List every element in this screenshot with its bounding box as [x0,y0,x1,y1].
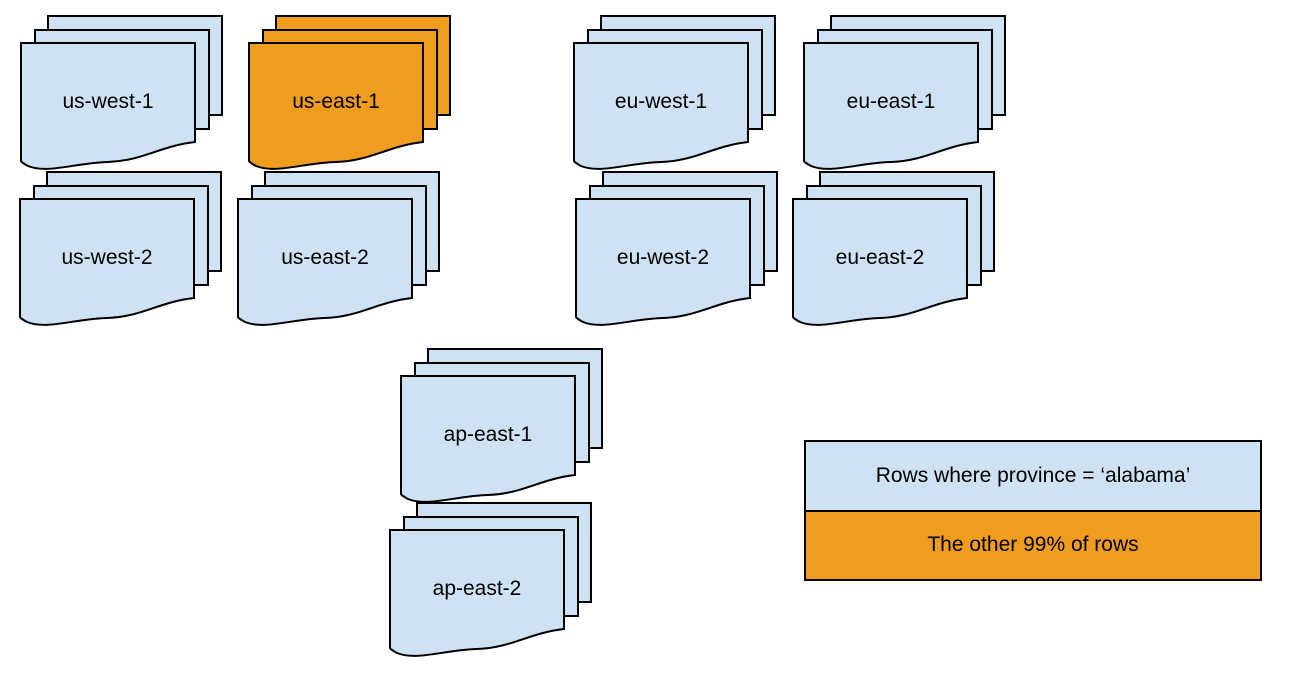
region-stack-ap-east-1: ap-east-1 [400,348,603,503]
document-shape-icon [792,198,968,326]
region-stack-ap-east-2: ap-east-2 [389,502,592,657]
region-stack-us-east-1: us-east-1 [248,15,451,170]
document-shape-icon [20,42,196,170]
region-stack-us-east-2: us-east-2 [237,171,440,326]
document-shape-icon [248,42,424,170]
document-shape-icon [389,529,565,657]
legend-item-other-rows: The other 99% of rows [806,509,1260,579]
region-stack-eu-east-1: eu-east-1 [803,15,1006,170]
legend-item-default-rows: Rows where province = ‘alabama’ [806,442,1260,510]
region-stack-eu-west-1: eu-west-1 [573,15,776,170]
document-shape-icon [400,375,576,503]
document-shape-icon [803,42,979,170]
region-stack-eu-east-2: eu-east-2 [792,171,995,326]
legend-label: Rows where province = ‘alabama’ [875,463,1191,487]
region-stack-us-west-2: us-west-2 [19,171,222,326]
region-stack-eu-west-2: eu-west-2 [575,171,778,326]
region-stack-us-west-1: us-west-1 [20,15,223,170]
document-shape-icon [237,198,413,326]
legend: Rows where province = ‘alabama’ The othe… [804,440,1262,581]
legend-label: The other 99% of rows [927,533,1139,557]
document-shape-icon [575,198,751,326]
document-shape-icon [573,42,749,170]
document-shape-icon [19,198,195,326]
